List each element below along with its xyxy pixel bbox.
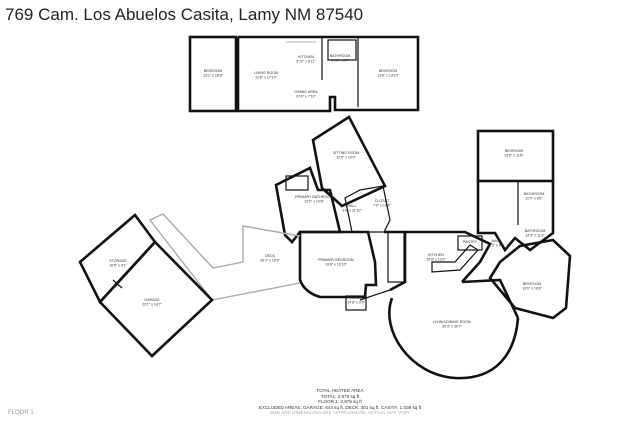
summary-excluded: EXCLUDED AREAS: GARAGE: 644 sq ft, DECK:… [258, 404, 422, 410]
main-house-north-walls [274, 115, 391, 244]
main-house-east-walls [476, 129, 572, 320]
main-house-center-walls [359, 230, 520, 380]
summary-total: TOTAL: 2,979 sq ft [320, 393, 360, 399]
garage-walls [78, 213, 214, 358]
summary-floor1: FLOOR 1: 2,979 sq ft [318, 399, 362, 405]
casita-walls [188, 35, 420, 113]
deck-outline [148, 213, 301, 301]
floor-label: FLOOR 1 [8, 410, 34, 416]
area-summary: TOTAL HEATED AREA TOTAL: 2,979 sq ft FLO… [240, 388, 440, 416]
primary-bedroom-walls [298, 230, 405, 311]
summary-note: SIZE AND DIMENSIONS ARE APPROXIMATE, ACT… [269, 410, 411, 416]
svg-text:PANTRY: PANTRY [463, 240, 478, 244]
listing-title: 769 Cam. Los Abuelos Casita, Lamy NM 875… [5, 5, 364, 24]
summary-heading: TOTAL HEATED AREA [316, 388, 364, 393]
